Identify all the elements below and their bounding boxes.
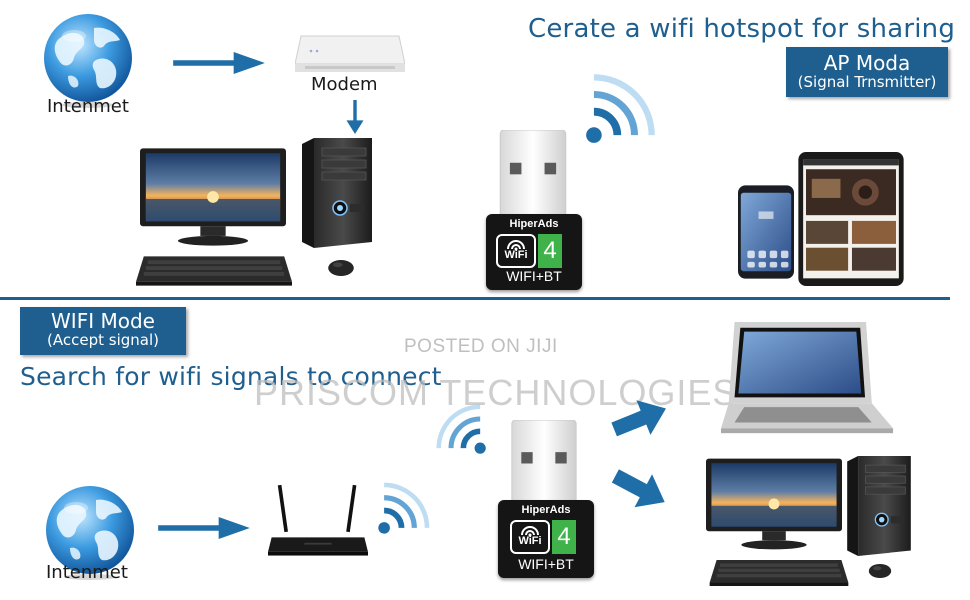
wifi-signal-icon [428,400,492,456]
ap-mode-box: AP Moda (Signal Trnsmitter) [786,47,948,97]
wifi-signal-icon [372,478,438,536]
mouse-icon [866,562,894,580]
wifi-mode-subtitle: (Accept signal) [47,331,159,349]
wifi-generation-badge: 4 [552,520,576,554]
wifi-text: WiFi [504,249,528,261]
modem-label: Modem [311,74,378,95]
smartphone-icon [738,184,794,280]
section-divider [0,297,950,300]
wifi-signal-icon [578,68,666,146]
internet-globe-icon [38,10,138,110]
router-icon [268,482,368,560]
bottom-heading: Search for wifi signals to connect [20,362,442,391]
wifi-mode-title: WIFI Mode [51,309,155,333]
adapter-footer: WIFI+BT [506,268,562,284]
pc-tower-icon [846,456,912,556]
wifi-text: WiFi [518,535,542,547]
pc-tower-icon [302,138,372,248]
keyboard-icon [706,560,852,586]
laptop-icon [718,322,898,438]
desktop-monitor-icon [706,458,842,550]
watermark-posted: POSTED ON JIJI [404,336,558,357]
ap-mode-title: AP Moda [823,51,911,75]
mouse-icon [325,258,357,278]
internet-label-top: Intenmet [47,96,129,117]
wifi-logo-icon: WiFi [496,234,536,268]
top-heading: Cerate a wifi hotspot for sharing [528,14,956,44]
desktop-monitor-icon [140,148,286,246]
ap-mode-subtitle: (Signal Trnsmitter) [797,73,937,91]
tablet-icon [796,152,906,286]
wifi-adapter-top: HiperAds WiFi 4 WIFI+BT [486,214,582,290]
arrow-down-right-icon [606,459,673,519]
modem-icon [295,26,405,76]
arrow-down-icon [343,100,367,134]
wifi-adapter-bottom: HiperAds WiFi 4 WIFI+BT [498,500,594,578]
wifi-logo-icon: WiFi [510,520,550,554]
adapter-footer: WIFI+BT [518,556,574,572]
adapter-brand: HiperAds [521,504,571,516]
wifi-generation-badge: 4 [538,234,562,268]
wifi-mode-box: WIFI Mode (Accept signal) [20,307,186,355]
keyboard-icon [136,256,292,286]
adapter-brand: HiperAds [509,218,559,230]
arrow-right-icon [170,52,268,74]
internet-label-bottom: Intenmet [46,562,128,583]
arrow-right-icon [158,517,250,539]
